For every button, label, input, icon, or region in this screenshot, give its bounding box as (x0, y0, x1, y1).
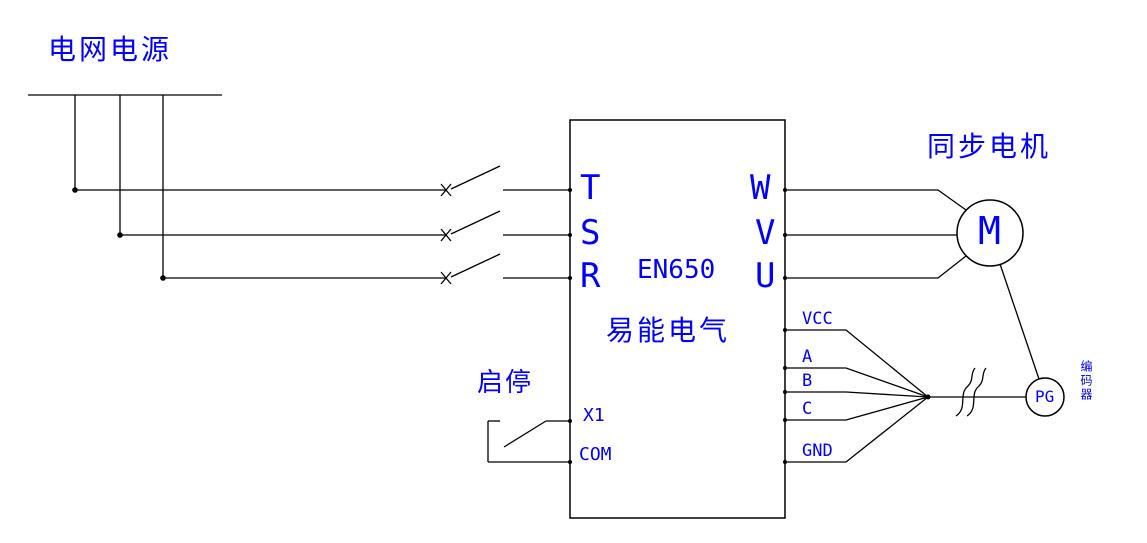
phase-switch-s (120, 210, 570, 242)
switch-contact-x-icon (440, 183, 452, 197)
encoder-circle (1025, 377, 1065, 417)
terminal-u-label: U (755, 256, 776, 296)
switch-contact-x-icon (440, 228, 452, 242)
terminal-w-label: W (750, 168, 771, 208)
terminal-b-label: B (802, 371, 813, 391)
switch-contact-x-icon (440, 271, 452, 285)
motor-circle (956, 199, 1024, 267)
motor-output-wires (785, 189, 967, 279)
phase-switch-r (163, 253, 570, 285)
terminal-gnd-label: GND (802, 441, 833, 461)
terminal-v-label: V (755, 213, 776, 253)
cable-break-icon (955, 367, 987, 417)
terminal-c-label: C (802, 399, 813, 419)
terminal-com-label: COM (579, 444, 612, 465)
motor-name-label: 同步电机 (927, 130, 1052, 163)
drive-model-label: EN650 (637, 255, 716, 285)
encoder-wires (785, 329, 1026, 463)
terminal-vcc-label: VCC (802, 309, 833, 329)
terminal-s-label: S (580, 213, 601, 253)
motor-encoder-shaft-line (999, 263, 1040, 380)
terminal-a-label: A (802, 347, 813, 367)
terminal-r-label: R (580, 256, 601, 296)
motor-symbol-label: M (978, 209, 1001, 253)
switch-blade (450, 210, 501, 235)
encoder-name-label: 编码器 (1079, 360, 1093, 402)
phase-switch-t (75, 165, 570, 197)
inverter-box (569, 119, 786, 519)
terminal-t-label: T (580, 168, 601, 208)
switch-blade (450, 253, 501, 278)
start-stop-switch (487, 420, 570, 463)
grid-power-label: 电网电源 (48, 33, 173, 66)
terminal-x1-label: X1 (583, 405, 605, 426)
switch-blade (503, 420, 547, 448)
switch-blade (450, 165, 501, 190)
drive-brand-label: 易能电气 (606, 314, 731, 347)
start-stop-label: 启停 (477, 368, 534, 398)
power-bus (28, 94, 222, 281)
encoder-symbol-label: PG (1035, 387, 1055, 406)
